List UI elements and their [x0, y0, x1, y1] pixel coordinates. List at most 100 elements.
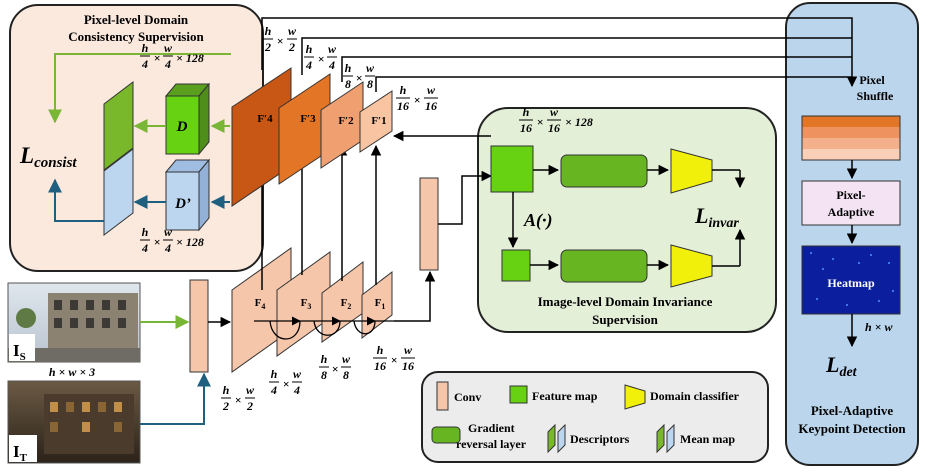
detection-title-line2: Keypoint Detection [798, 421, 906, 436]
legend-gradient-label-1: Gradient [468, 421, 515, 435]
svg-text:4: 4 [141, 241, 148, 255]
encoder-conv-block [189, 279, 209, 373]
legend-feature-map-label: Feature map [532, 389, 598, 403]
svg-text:×: × [283, 377, 290, 391]
legend-mean-map-swatch [656, 423, 675, 454]
decoder-f2-label: F′2 [338, 115, 354, 127]
descriptor-green [103, 80, 134, 172]
decoder-f4-label: F′4 [257, 113, 273, 125]
svg-text:h: h [306, 42, 313, 56]
svg-text:4: 4 [164, 241, 171, 255]
svg-text:×: × [414, 93, 421, 107]
svg-text:16: 16 [520, 121, 532, 135]
svg-text:4: 4 [270, 383, 277, 397]
size-label-enc-h16: h 16 × w 16 [373, 343, 415, 373]
svg-text:w: w [293, 367, 302, 381]
size-label-h2: h 2 × w 2 [263, 24, 297, 54]
pixel-shuffle-label-1: Pixel [859, 73, 885, 87]
consistency-title-line1: Pixel-level Domain [84, 12, 189, 27]
invariance-feature-map-small [501, 249, 531, 282]
source-image: IS [7, 282, 141, 363]
legend-conv-label: Conv [454, 390, 481, 404]
svg-text:h: h [271, 367, 278, 381]
conv-to-featuremap-arrow [438, 170, 493, 225]
detection-title-line1: Pixel-Adaptive [811, 403, 894, 418]
descriptor-blue [103, 147, 134, 237]
svg-text:h: h [321, 352, 328, 366]
svg-text:16: 16 [425, 99, 437, 113]
invariance-title-line2: Supervision [592, 312, 659, 327]
svg-text:8: 8 [345, 77, 351, 91]
decoder-f1-label: F′1 [371, 115, 386, 127]
size-label-enc-h8: h 8 × w 8 [319, 352, 351, 382]
svg-text:16: 16 [402, 359, 414, 373]
svg-text:2: 2 [264, 40, 271, 54]
svg-text:× 128: × 128 [565, 115, 593, 129]
svg-text:w: w [366, 61, 375, 75]
svg-text:×: × [332, 362, 339, 376]
size-label-h4: h 4 × w 4 [304, 42, 337, 72]
legend-panel: Conv Feature map Domain classifier Gradi… [421, 371, 769, 463]
heatmap-block: Heatmap [801, 245, 901, 315]
size-label-top-consistency: h 4 × w 4 × 128 [140, 41, 204, 71]
svg-text:2: 2 [288, 40, 295, 54]
size-label-invariance: h 16 × w 16 × 128 [519, 105, 593, 135]
encoder-f2-label: F2 [341, 297, 352, 311]
l-det-label: Ldet [825, 352, 858, 380]
svg-text:2: 2 [222, 399, 229, 413]
size-label-h8: h 8 × w 8 [343, 61, 375, 91]
decoder-f1-block [359, 90, 393, 153]
svg-text:h: h [265, 24, 272, 38]
svg-text:×: × [318, 52, 325, 66]
svg-text:4: 4 [164, 57, 171, 71]
svg-text:h: h [142, 41, 149, 55]
decoder-to-shuffle-lines [261, 17, 858, 92]
svg-text:4: 4 [328, 58, 335, 72]
heatmap-size-label: h × w [865, 320, 894, 334]
size-label-enc-h4: h 4 × w 4 [269, 367, 302, 397]
size-label-h16: h 16 × w 16 [396, 83, 438, 113]
svg-text:×: × [154, 51, 161, 65]
encoder-f3-label: F3 [301, 297, 312, 311]
gradient-reversal-top [560, 154, 648, 188]
svg-text:8: 8 [321, 368, 327, 382]
invariance-feature-map-large [490, 145, 534, 193]
svg-text:×: × [356, 71, 363, 85]
size-label-enc-h2: h 2 × w 2 [221, 383, 255, 413]
svg-text:h: h [142, 225, 149, 239]
svg-text:w: w [164, 41, 173, 55]
target-image: IT [7, 380, 141, 464]
l-invar-label: Linvar [694, 203, 739, 231]
legend-conv-swatch [436, 381, 449, 411]
svg-text:×: × [277, 34, 284, 48]
mean-map-d-label: D [176, 119, 188, 135]
mean-map-d-prime: D’ [164, 158, 211, 232]
gradient-reversal-bottom [560, 249, 648, 283]
svg-text:w: w [246, 383, 255, 397]
encoder-to-conv-arrow [394, 270, 436, 322]
svg-text:h: h [377, 343, 384, 357]
svg-text:w: w [427, 83, 436, 97]
svg-text:h: h [345, 61, 352, 75]
legend-gradient-label-2: reversal layer [456, 437, 527, 451]
svg-text:4: 4 [293, 383, 300, 397]
svg-text:×: × [391, 353, 398, 367]
encoder-f1-label: F1 [375, 297, 386, 311]
svg-text:2: 2 [246, 399, 253, 413]
pixel-shuffle-label-2: Shuffle [857, 89, 894, 103]
svg-text:w: w [404, 343, 413, 357]
svg-text:8: 8 [367, 77, 373, 91]
mean-map-d-prime-label: D’ [174, 196, 191, 212]
size-label-bottom-consistency: h 4 × w 4 × 128 [140, 225, 204, 255]
svg-text:16: 16 [397, 99, 409, 113]
encoder-feature-stack: F4 F3 F2 F1 [231, 247, 394, 373]
image-size-label: h × w × 3 [49, 365, 95, 379]
l-consist-label: Lconsist [19, 143, 77, 171]
legend-domain-classifier-swatch [624, 384, 646, 410]
legend-domain-classifier-label: Domain classifier [650, 389, 740, 403]
decoder-feature-stack: F′4 F′3 F′2 F′1 [231, 67, 393, 207]
bottleneck-conv-block [419, 177, 439, 271]
svg-text:16: 16 [548, 121, 560, 135]
pixel-shuffle-block [801, 115, 901, 161]
